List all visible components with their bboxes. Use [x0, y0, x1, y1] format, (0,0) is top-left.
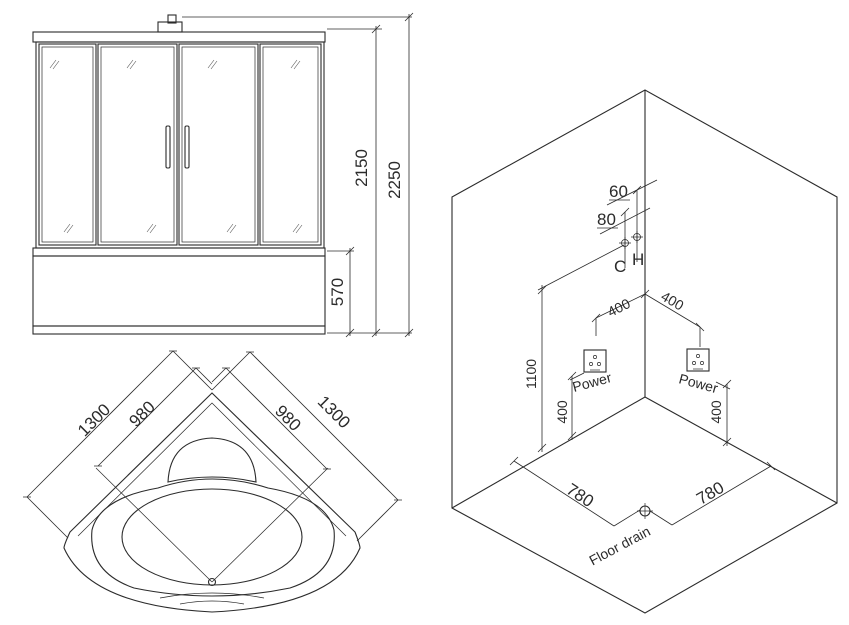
- door-handle-left: [165, 125, 171, 169]
- floor-drain-icon: [637, 503, 653, 519]
- tub-outline: [63, 392, 361, 613]
- dim-400-right-height: 400: [708, 400, 724, 424]
- door-handle-right: [184, 125, 190, 169]
- dim-80: 80: [597, 210, 616, 229]
- glass-panel-1: [38, 43, 97, 246]
- dim-400-left-height: 400: [554, 400, 570, 424]
- socket-left: [583, 349, 607, 373]
- dim-780-left: 780: [563, 480, 597, 511]
- dim-570: 570: [328, 278, 347, 306]
- top-pipe: [167, 14, 177, 24]
- dim-1300-right: 1300: [314, 392, 354, 432]
- dim-400-spacing-right: 400: [658, 288, 686, 314]
- room-view: 60 80 C H 1100 400 400 400 400 Power Pow…: [451, 89, 838, 614]
- label-hot: H: [632, 250, 644, 269]
- glass-panel-3: [178, 43, 259, 246]
- glass-panel-4: [259, 43, 322, 246]
- dim-2250: 2250: [385, 161, 404, 199]
- top-dimensions: [23, 350, 402, 542]
- power-socket-left-icon: [583, 349, 607, 373]
- dim-780-right: 780: [693, 478, 727, 509]
- floor-drain-label: Floor drain: [586, 523, 653, 569]
- headrest: [167, 437, 257, 483]
- top-view: 1300 980 980 1300: [23, 350, 402, 613]
- tub-skirt: [32, 255, 326, 327]
- glass-panel-2: [97, 43, 178, 246]
- dim-400-spacing-left: 400: [605, 295, 633, 320]
- front-dimensions: [182, 12, 414, 338]
- dim-1100: 1100: [523, 359, 539, 389]
- dim-1300-left: 1300: [74, 400, 114, 440]
- dim-980-right: 980: [271, 401, 304, 434]
- tub-inner: [121, 488, 303, 586]
- dim-2150: 2150: [352, 149, 371, 187]
- dim-980-left: 980: [125, 397, 158, 430]
- front-view: 2250 2150 570: [32, 12, 414, 338]
- socket-right: [686, 348, 710, 372]
- label-cold: C: [614, 257, 626, 276]
- power-socket-right-icon: [686, 348, 710, 372]
- tub-rim: [32, 247, 326, 257]
- dim-60: 60: [609, 182, 628, 201]
- tub-drain: [207, 577, 217, 587]
- glass-reflections: [49, 59, 303, 234]
- top-frame: [32, 31, 326, 43]
- power-label-right: Power: [677, 370, 720, 396]
- pipe-dimensions: [509, 179, 776, 527]
- power-label-left: Power: [571, 369, 614, 395]
- tub-basin: [91, 478, 335, 597]
- cabin-body: [35, 41, 325, 249]
- tub-base: [32, 325, 326, 335]
